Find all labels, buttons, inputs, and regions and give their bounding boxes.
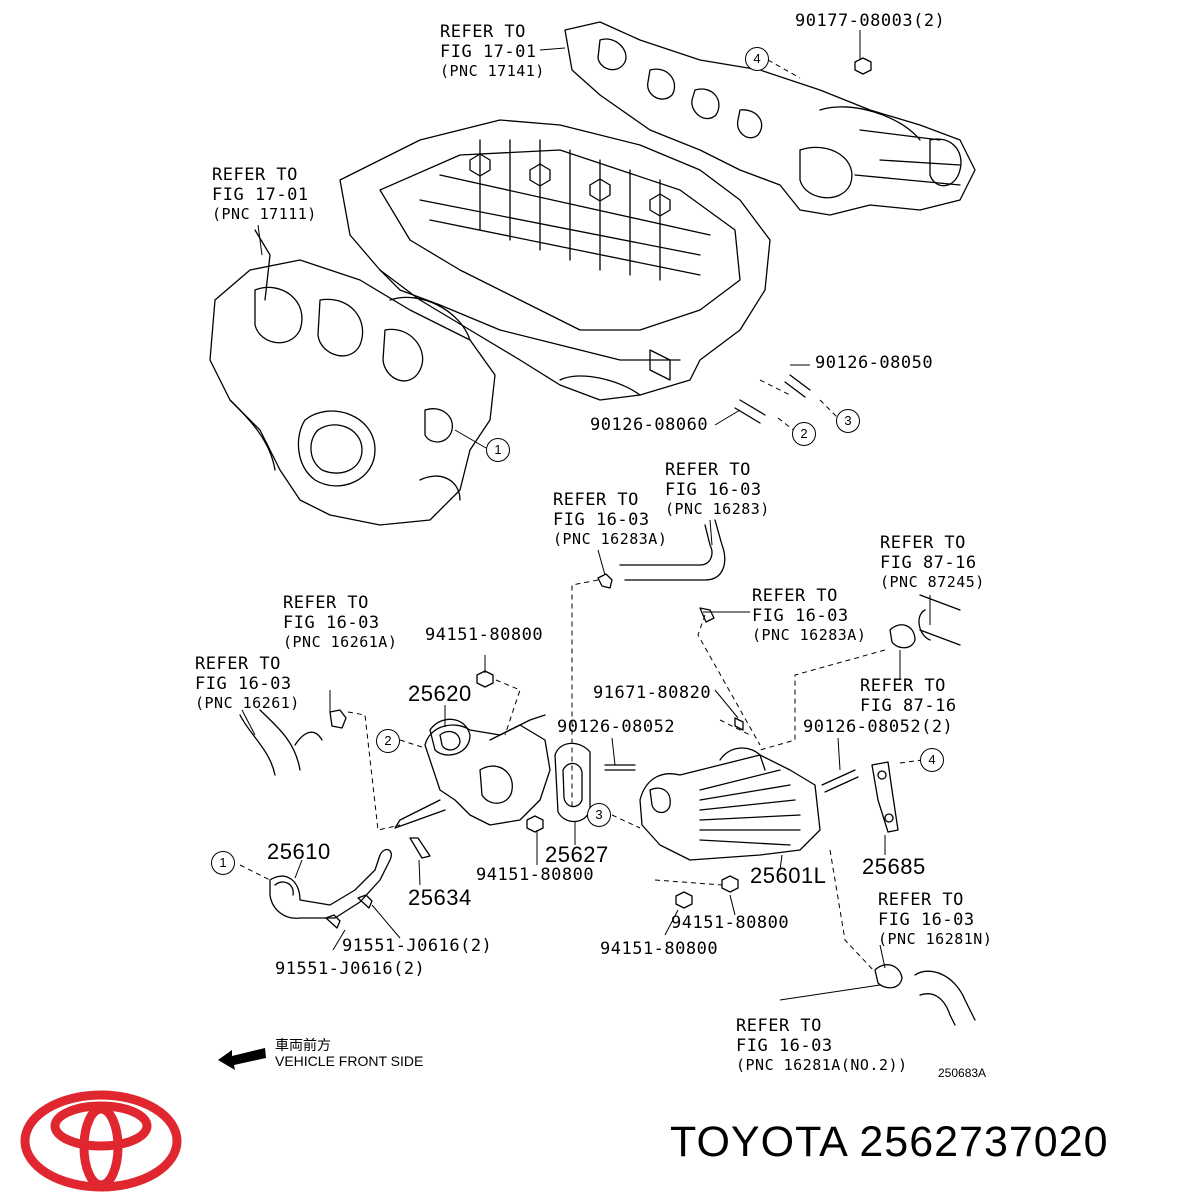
ref-line: FIG 17-01 <box>212 185 309 205</box>
ref-line: FIG 17-01 <box>440 42 537 62</box>
ref-line: FIG 16-03 <box>665 480 762 500</box>
reference-label: REFER TO FIG 16-03 (PNC 16261A) <box>283 593 397 651</box>
part-number-label: 90177-08003(2) <box>795 11 946 31</box>
ref-line: FIG 16-03 <box>752 606 849 626</box>
cylinder-head-drawing <box>339 119 771 401</box>
part-number-label: 90126-08052(2) <box>803 717 954 737</box>
part-25634-label: 25634 <box>408 885 472 910</box>
part-number-label: 90126-08050 <box>815 353 934 373</box>
reference-label: REFER TO FIG 87-16 (PNC 87245) <box>880 533 985 591</box>
callout-circle: 3 <box>836 409 860 433</box>
ref-line: (PNC 16261A) <box>283 633 398 651</box>
intake-manifold-drawing <box>209 229 496 526</box>
ref-line: REFER TO <box>752 586 838 606</box>
ref-line: REFER TO <box>212 165 298 185</box>
diagram-id: 250683A <box>938 1066 987 1080</box>
reference-label: REFER TO FIG 16-03 (PNC 16261) <box>195 654 300 712</box>
part-25685-label: 25685 <box>862 854 926 879</box>
reference-label: REFER TO FIG 16-03 (PNC 16283) <box>665 460 770 518</box>
ref-line: REFER TO <box>878 890 964 910</box>
ref-line: FIG 16-03 <box>553 510 650 530</box>
reference-label: REFER TO FIG 16-03 (PNC 16283A) <box>752 586 866 644</box>
part-number-label: 90126-08060 <box>590 415 709 435</box>
callout-circle: 4 <box>920 748 944 772</box>
part-number-label: 91551-J0616(2) <box>342 936 493 956</box>
ref-line: FIG 87-16 <box>880 553 977 573</box>
ref-line: FIG 16-03 <box>878 910 975 930</box>
reference-label: REFER TO FIG 16-03 (PNC 16283A) <box>553 490 667 548</box>
part-number-label: 94151-80800 <box>671 913 790 933</box>
vehicle-front-legend: 車両前方 VEHICLE FRONT SIDE <box>275 1037 423 1069</box>
ref-line: FIG 16-03 <box>736 1036 833 1056</box>
egr-valve-drawing <box>394 714 551 829</box>
reference-label: REFER TO FIG 16-03 (PNC 16281A(NO.2)) <box>736 1016 908 1074</box>
part-number-label: 90126-08052 <box>557 717 676 737</box>
reference-label: REFER TO FIG 17-01 (PNC 17111) <box>212 165 317 223</box>
part-number-label: 91671-80820 <box>593 683 712 703</box>
ref-line: (PNC 16283) <box>665 500 770 518</box>
ref-line: (PNC 16283A) <box>752 626 867 644</box>
gasket-drawing <box>554 742 591 823</box>
ref-line: REFER TO <box>553 490 639 510</box>
reference-label: REFER TO FIG 87-16 <box>860 676 957 716</box>
part-25620-label: 25620 <box>408 681 472 706</box>
ref-line: REFER TO <box>860 676 946 696</box>
toyota-logo-icon <box>20 1090 182 1192</box>
part-25610-label: 25610 <box>267 839 331 864</box>
ref-line: (PNC 16261) <box>195 694 300 712</box>
front-label-en: VEHICLE FRONT SIDE <box>275 1053 424 1069</box>
exhaust-manifold-drawing <box>564 21 976 216</box>
ref-line: REFER TO <box>283 593 369 613</box>
ref-line: REFER TO <box>195 654 281 674</box>
ref-line: (PNC 17141) <box>440 62 545 80</box>
ref-line: (PNC 87245) <box>880 573 985 591</box>
callout-circle: 1 <box>211 851 235 875</box>
egr-cooler-drawing <box>639 747 821 861</box>
part-number-label: 94151-80800 <box>476 865 595 885</box>
fasteners-drawing <box>325 57 916 989</box>
gasket-25685-drawing <box>871 761 899 833</box>
ref-line: (PNC 16281A(NO.2)) <box>736 1056 908 1074</box>
ref-line: REFER TO <box>440 22 526 42</box>
ref-line: (PNC 17111) <box>212 205 317 223</box>
ref-line: REFER TO <box>736 1016 822 1036</box>
reference-label: REFER TO FIG 17-01 (PNC 17141) <box>440 22 545 80</box>
ref-line: FIG 16-03 <box>195 674 292 694</box>
callout-circle: 2 <box>792 422 816 446</box>
part-number-label: 94151-80800 <box>600 939 719 959</box>
part-25627-label: 25627 <box>545 842 609 867</box>
pipe-25610-drawing <box>269 848 392 919</box>
front-arrow-icon <box>218 1048 266 1070</box>
part-number-label: 91551-J0616(2) <box>275 959 426 979</box>
callout-circle: 3 <box>587 803 611 827</box>
ref-line: (PNC 16281N) <box>878 930 993 948</box>
ref-line: (PNC 16283A) <box>553 530 668 548</box>
front-label-jp: 車両前方 <box>275 1037 331 1053</box>
callout-circle: 1 <box>486 438 510 462</box>
hoses-drawing <box>239 519 976 1026</box>
callout-circle: 2 <box>376 729 400 753</box>
brand-part-number: TOYOTA 2562737020 <box>670 1118 1109 1166</box>
part-25601l-label: 25601L <box>750 863 827 888</box>
callout-circle: 4 <box>745 47 769 71</box>
part-number-label: 94151-80800 <box>425 625 544 645</box>
ref-line: REFER TO <box>665 460 751 480</box>
ref-line: FIG 87-16 <box>860 696 957 716</box>
reference-label: REFER TO FIG 16-03 (PNC 16281N) <box>878 890 992 948</box>
ref-line: REFER TO <box>880 533 966 553</box>
ref-line: FIG 16-03 <box>283 613 380 633</box>
